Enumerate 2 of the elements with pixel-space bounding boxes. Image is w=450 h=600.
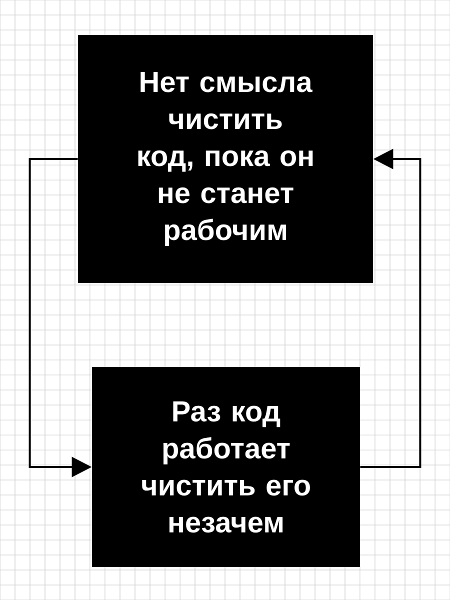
text-box: Нет смысла чистить код, пока он не станет рабочим xyxy=(78,35,373,283)
text-box: Раз код работает чистить его незачем xyxy=(92,367,360,567)
